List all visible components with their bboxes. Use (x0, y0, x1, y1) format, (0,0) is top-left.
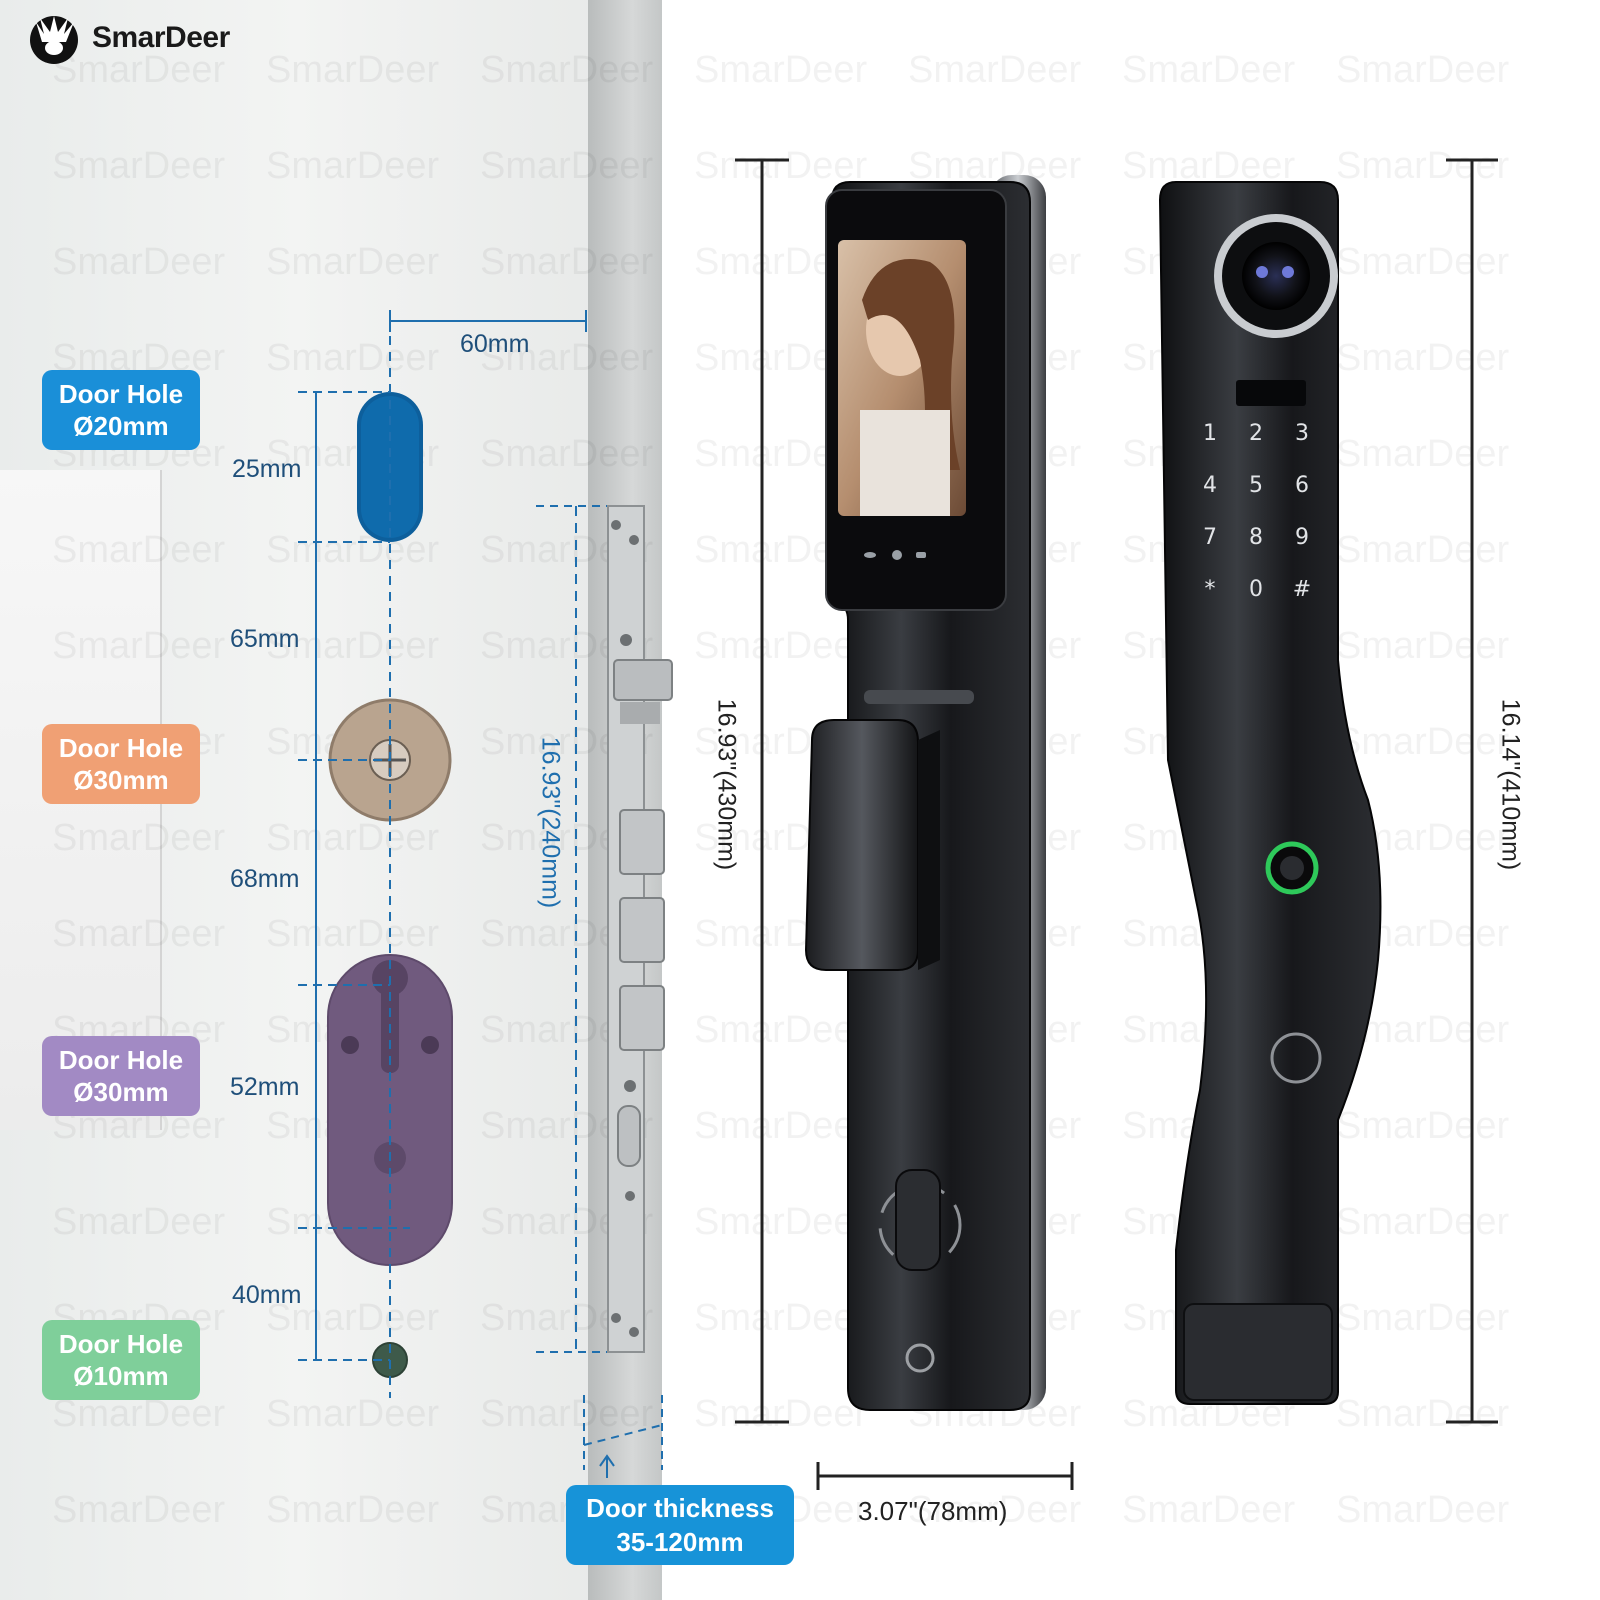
badge-size: Ø30mm (73, 1077, 169, 1107)
keypad-key: * (1205, 577, 1216, 602)
fingerprint-slot (864, 690, 974, 704)
camera-icon (1242, 242, 1310, 310)
keypad-key: 6 (1295, 473, 1309, 498)
keypad-key: 3 (1295, 421, 1309, 446)
gap-label-3: 68mm (230, 865, 300, 893)
brand-logo: SmarDeer (26, 12, 230, 64)
keypad-key: 0 (1249, 577, 1263, 602)
front-height-dimension (735, 158, 789, 1424)
keypad-key: 2 (1249, 421, 1263, 446)
keypad-key: 7 (1203, 525, 1217, 550)
offset-dimension (389, 310, 587, 332)
gap-label-4: 52mm (230, 1073, 300, 1101)
badge-title: Door Hole (58, 379, 184, 409)
gap-label-1: 25mm (232, 455, 302, 483)
mortise-lock (607, 505, 673, 1353)
badge-size: Ø30mm (73, 765, 169, 795)
badge-size: Ø10mm (73, 1361, 169, 1391)
spacing-dimension (298, 391, 410, 1361)
front-height-label: 16.93"(430mm) (712, 698, 741, 871)
badge-title: Door Hole (58, 1329, 184, 1359)
badge-title: Door Hole (58, 733, 184, 763)
door-hole-badge-3: Door Hole Ø30mm (42, 1036, 200, 1116)
keypad-key: # (1293, 577, 1311, 602)
gap-label-5: 40mm (232, 1281, 302, 1309)
keypad-key: 8 (1249, 525, 1263, 550)
badge-title: Door Hole (58, 1045, 184, 1075)
keypad-key: 4 (1203, 473, 1217, 498)
width-dimension (816, 1462, 1074, 1490)
door-hole-badge-1: Door Hole Ø20mm (42, 370, 200, 450)
door-hole-badge-2: Door Hole Ø30mm (42, 724, 200, 804)
keypad-key: 9 (1295, 525, 1309, 550)
width-label: 3.07"(78mm) (858, 1496, 1008, 1526)
thumb-turn (895, 1169, 941, 1271)
keypad-key: 1 (1203, 421, 1217, 446)
door-thickness-badge: Door thickness 35-120mm (566, 1485, 794, 1565)
deer-head-icon (30, 16, 78, 64)
keypad: 1 2 3 4 5 6 7 8 9 * 0 # (1203, 421, 1311, 602)
front-lock-panel (804, 175, 1046, 1411)
door-thickness-title: Door thickness (586, 1493, 774, 1523)
back-height-label: 16.14"(410mm) (1496, 698, 1525, 871)
front-handle (804, 719, 919, 971)
back-height-dimension (1446, 158, 1498, 1424)
door-hole-badge-4: Door Hole Ø10mm (42, 1320, 200, 1400)
keyhole-icon (905, 1343, 935, 1373)
brand-name: SmarDeer (92, 21, 230, 54)
back-lock-panel: 1 2 3 4 5 6 7 8 9 * 0 # (1158, 181, 1382, 1405)
gap-label-2: 65mm (230, 625, 300, 653)
badge-size: Ø20mm (73, 411, 169, 441)
door-thickness-dimension (583, 1395, 663, 1478)
mortise-length-label: 16.93"(240mm) (536, 736, 565, 909)
back-button-icon (1270, 1032, 1322, 1084)
offset-label: 60mm (460, 330, 530, 358)
mortise-dimension (536, 505, 610, 1353)
keypad-key: 5 (1249, 473, 1263, 498)
door-thickness-range: 35-120mm (616, 1527, 744, 1557)
